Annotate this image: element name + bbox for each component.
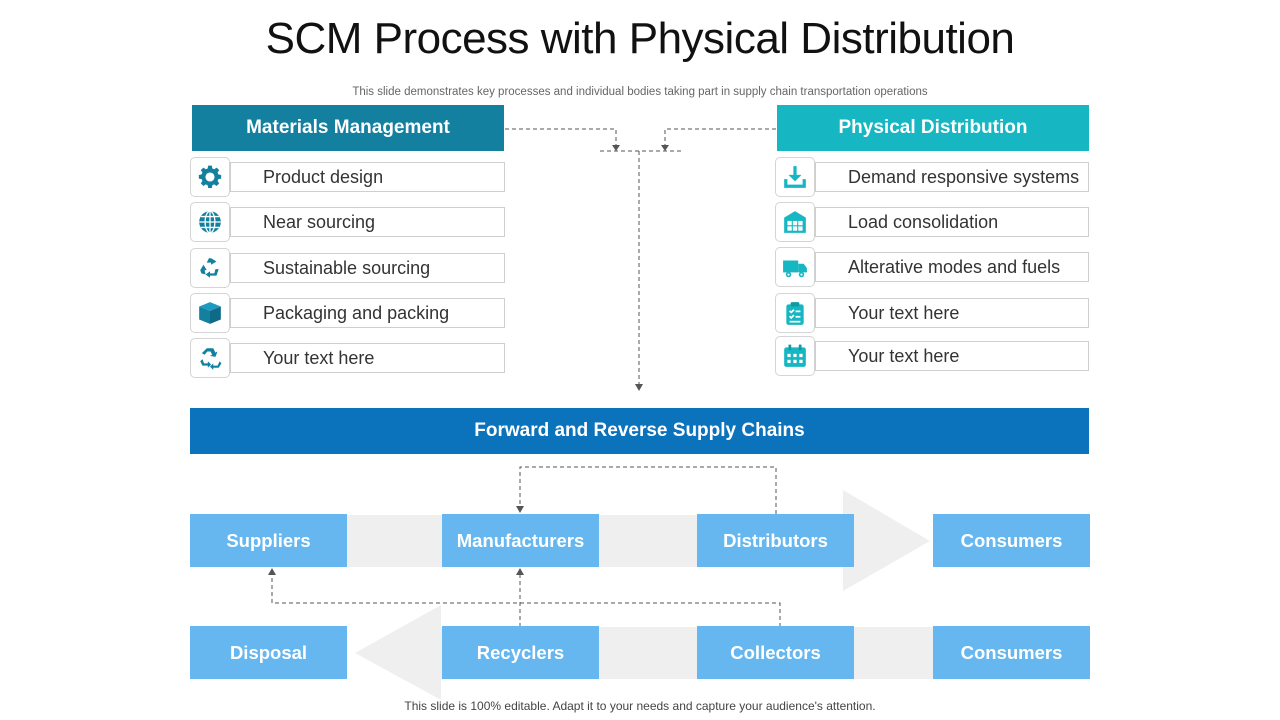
connector-collect-suppl — [271, 574, 781, 627]
arrowhead-materials — [612, 145, 620, 151]
materials-item-label: Sustainable sourcing — [230, 253, 505, 283]
materials-item: Product design — [190, 157, 505, 197]
materials-item: Packaging and packing — [190, 293, 505, 333]
page-title: SCM Process with Physical Distribution — [265, 14, 1015, 63]
node-disposal: Disposal — [190, 626, 347, 679]
arrowhead-down — [635, 384, 643, 391]
physical-item-label: Your text here — [815, 341, 1089, 371]
materials-management-header: Materials Management — [192, 105, 504, 151]
recycle-icon — [190, 338, 230, 378]
calendar-icon — [775, 336, 815, 376]
materials-item: Sustainable sourcing — [190, 248, 505, 288]
materials-item-label: Packaging and packing — [230, 298, 505, 328]
clipboard-icon — [775, 293, 815, 333]
node-manufacturers: Manufacturers — [442, 514, 599, 567]
materials-item: Your text here — [190, 338, 505, 378]
physical-item: Load consolidation — [775, 202, 1089, 242]
node-consumers-forward: Consumers — [933, 514, 1090, 567]
node-consumers-reverse: Consumers — [933, 626, 1090, 679]
arrowhead-physical — [661, 145, 669, 151]
page-subtitle: This slide demonstrates key processes an… — [352, 86, 928, 98]
connector-dist-manu — [519, 466, 777, 514]
truck-icon — [775, 247, 815, 287]
materials-item-label: Your text here — [230, 343, 505, 373]
globe-icon — [190, 202, 230, 242]
node-recyclers: Recyclers — [442, 626, 599, 679]
physical-item-label: Demand responsive systems — [815, 162, 1089, 192]
arrowhead-recyclers — [516, 568, 524, 575]
arrowhead-dist-manu — [516, 506, 524, 513]
physical-item: Your text here — [775, 336, 1089, 376]
physical-distribution-header: Physical Distribution — [777, 105, 1089, 151]
footer-note: This slide is 100% editable. Adapt it to… — [404, 699, 876, 713]
physical-item: Alterative modes and fuels — [775, 247, 1089, 287]
arrowhead-suppliers — [268, 568, 276, 575]
physical-item: Demand responsive systems — [775, 157, 1089, 197]
warehouse-icon — [775, 202, 815, 242]
materials-item: Near sourcing — [190, 202, 505, 242]
download-icon — [775, 157, 815, 197]
node-suppliers: Suppliers — [190, 514, 347, 567]
gear-icon — [190, 157, 230, 197]
physical-item-label: Load consolidation — [815, 207, 1089, 237]
materials-item-label: Near sourcing — [230, 207, 505, 237]
recycle-arrows-icon — [190, 248, 230, 288]
node-distributors: Distributors — [697, 514, 854, 567]
box-icon — [190, 293, 230, 333]
physical-item-label: Your text here — [815, 298, 1089, 328]
physical-item: Your text here — [775, 293, 1089, 333]
connector-materials — [505, 128, 617, 145]
physical-item-label: Alterative modes and fuels — [815, 252, 1089, 282]
supply-chains-banner: Forward and Reverse Supply Chains — [190, 408, 1089, 454]
node-collectors: Collectors — [697, 626, 854, 679]
connector-physical — [664, 128, 776, 145]
materials-item-label: Product design — [230, 162, 505, 192]
